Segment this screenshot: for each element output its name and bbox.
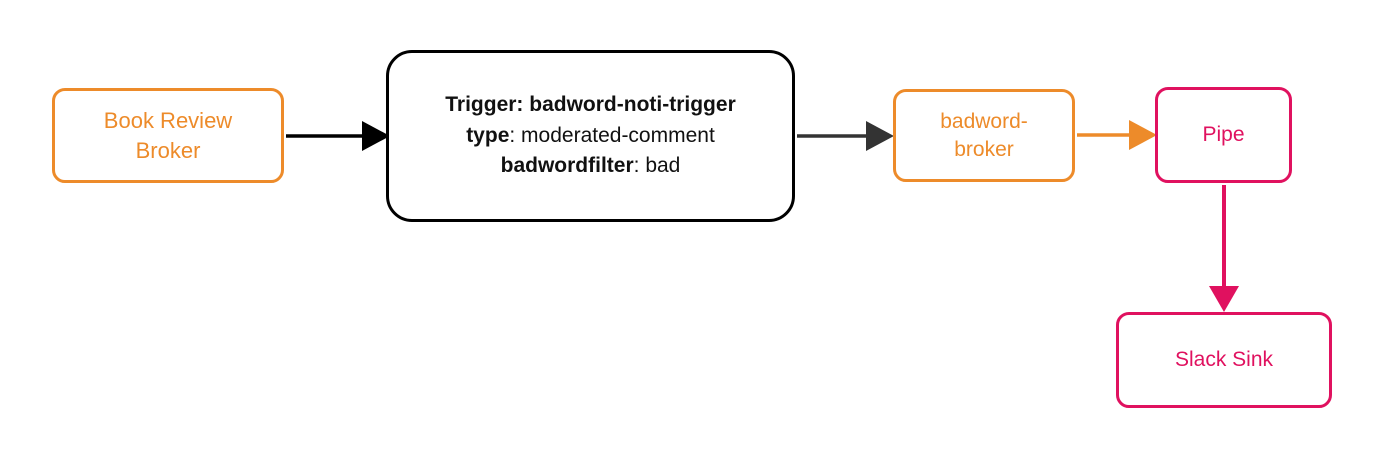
trigger-line-badwordfilter: badwordfilter: bad: [501, 151, 681, 181]
edge-trigger-to-badword-broker: [797, 121, 894, 151]
trigger-key-type: type: [466, 123, 510, 147]
trigger-value-badwordfilter: bad: [645, 154, 681, 178]
node-pipe[interactable]: Pipe: [1155, 87, 1292, 183]
trigger-line-name: Trigger: badword-noti-trigger: [445, 90, 736, 120]
node-pipe-label: Pipe: [1202, 123, 1245, 147]
node-badword-broker-label: badword- broker: [940, 109, 1028, 161]
trigger-sep-type: :: [509, 123, 522, 147]
trigger-sep-badwordfilter: :: [633, 154, 646, 178]
trigger-key-trigger: Trigger:: [445, 93, 524, 117]
trigger-line-type: type: moderated-comment: [466, 121, 715, 151]
node-book-review-broker[interactable]: Book Review Broker: [52, 88, 284, 183]
node-slack-sink[interactable]: Slack Sink: [1116, 312, 1332, 408]
edge-broker-to-trigger: [286, 121, 390, 151]
trigger-value-name: badword-noti-trigger: [529, 93, 736, 117]
node-slack-sink-label: Slack Sink: [1174, 348, 1274, 372]
node-book-review-broker-label: Book Review Broker: [103, 108, 233, 163]
node-badword-broker[interactable]: badword- broker: [893, 89, 1075, 182]
trigger-value-type: moderated-comment: [521, 123, 715, 147]
edge-pipe-to-slack-sink: [1209, 185, 1239, 312]
trigger-key-badwordfilter: badwordfilter: [500, 154, 634, 178]
node-trigger[interactable]: Trigger: badword-noti-trigger type: mode…: [386, 50, 795, 222]
edge-badword-broker-to-pipe: [1077, 120, 1157, 150]
